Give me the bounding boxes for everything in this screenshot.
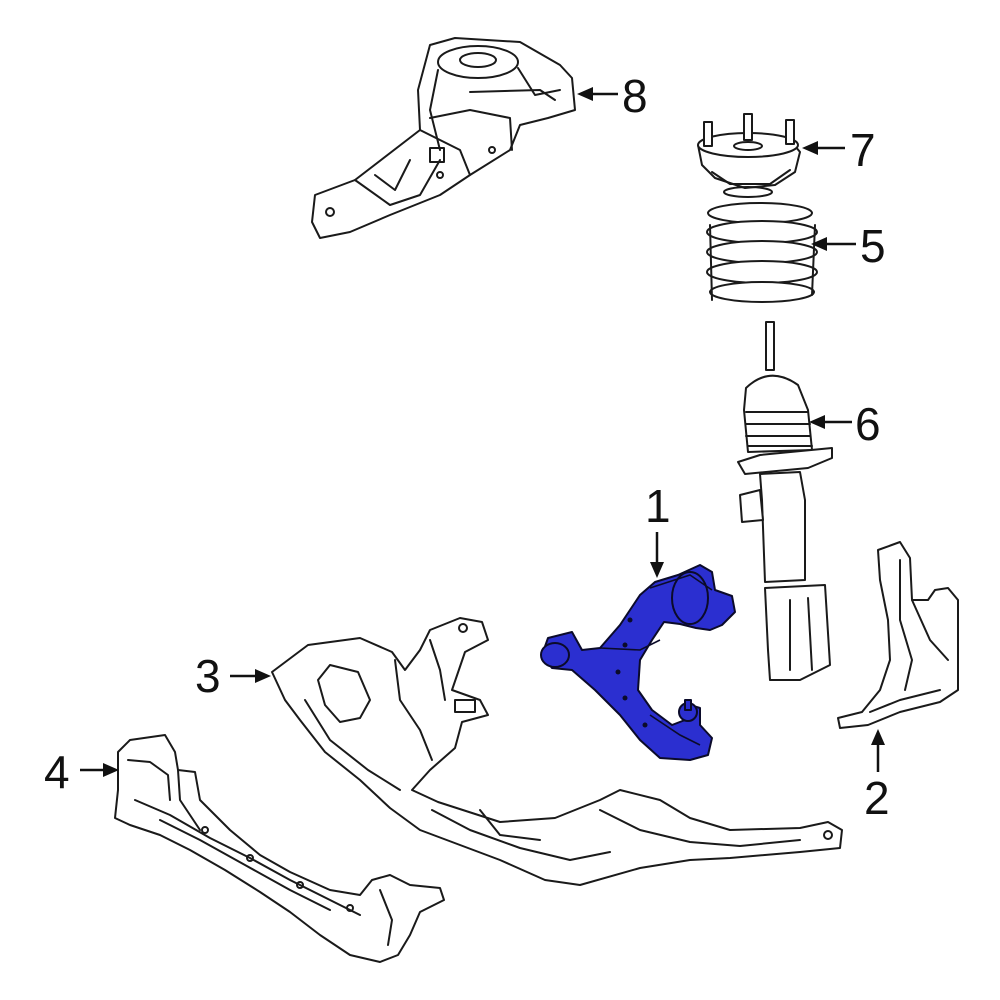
callout-label-6: 6 xyxy=(855,398,881,450)
callout-label-8: 8 xyxy=(622,70,648,122)
callout-arrow-2 xyxy=(871,729,885,772)
callout-arrow-3 xyxy=(230,669,271,683)
part-8-strut-tower[interactable] xyxy=(312,38,575,238)
part-1-control-arm[interactable] xyxy=(541,565,735,760)
callout-arrow-7 xyxy=(802,141,845,155)
part-4-subframe[interactable] xyxy=(115,735,444,962)
part-2-knuckle[interactable] xyxy=(838,542,958,728)
callout-label-1: 1 xyxy=(645,480,671,532)
callout-label-2: 2 xyxy=(864,772,890,824)
part-3-crossmember[interactable] xyxy=(272,618,842,885)
callout-label-4: 4 xyxy=(44,746,70,798)
part-5-coil-spring[interactable] xyxy=(707,203,817,302)
callout-arrow-1 xyxy=(650,532,664,578)
part-6-strut-assembly[interactable] xyxy=(738,322,832,680)
callout-arrow-8 xyxy=(577,87,618,101)
callout-arrow-6 xyxy=(809,415,852,429)
callout-label-3: 3 xyxy=(195,650,221,702)
part-7-strut-mount[interactable] xyxy=(698,114,800,197)
callout-label-7: 7 xyxy=(850,124,876,176)
callout-arrow-5 xyxy=(811,237,856,251)
callout-arrow-4 xyxy=(80,763,119,777)
callout-label-5: 5 xyxy=(860,220,886,272)
